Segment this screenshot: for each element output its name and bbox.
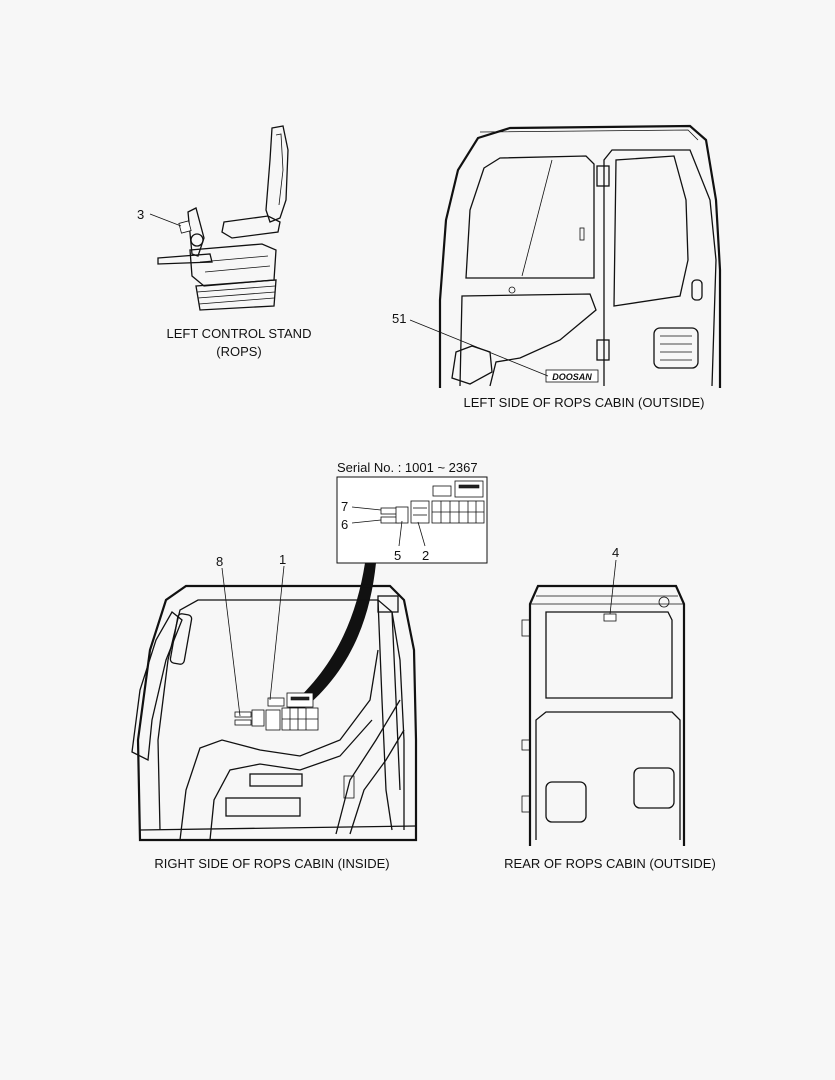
callout-leader-2: [417, 521, 426, 547]
callout-7: 7: [341, 499, 348, 514]
callout-leader-4: [609, 559, 617, 615]
callout-6: 6: [341, 517, 348, 532]
callout-51: 51: [392, 311, 406, 326]
rear-cabin-drawing: [521, 584, 686, 846]
callout-leader-6: [351, 519, 382, 524]
left-control-stand-subcaption: (ROPS): [216, 344, 262, 359]
callout-leader-51: [409, 319, 549, 377]
callout-3: 3: [137, 207, 144, 222]
callout-8: 8: [216, 554, 223, 569]
callout-5: 5: [394, 548, 401, 563]
right-side-cabin-caption: RIGHT SIDE OF ROPS CABIN (INSIDE): [154, 856, 389, 871]
callout-leader-7: [351, 506, 382, 511]
serial-number-label: Serial No. : 1001 ~ 2367: [337, 460, 478, 475]
callout-leader-8: [221, 567, 241, 717]
brand-decal-text: DOOSAN: [552, 372, 592, 382]
detail-decals: [380, 480, 485, 524]
left-side-cabin-drawing: [438, 124, 722, 388]
left-side-cabin-caption: LEFT SIDE OF ROPS CABIN (OUTSIDE): [463, 395, 704, 410]
callout-2: 2: [422, 548, 429, 563]
callout-leader-3: [149, 213, 182, 227]
right-side-cabin-drawing: [131, 584, 418, 842]
rear-cabin-caption: REAR OF ROPS CABIN (OUTSIDE): [504, 856, 716, 871]
callout-leader-1: [269, 565, 285, 701]
left-control-stand-drawing: [157, 125, 289, 311]
callout-1: 1: [279, 552, 286, 567]
callout-4: 4: [612, 545, 619, 560]
left-control-stand-caption: LEFT CONTROL STAND: [167, 326, 312, 341]
detail-connector-band: [288, 563, 376, 712]
callout-leader-5: [398, 520, 403, 547]
